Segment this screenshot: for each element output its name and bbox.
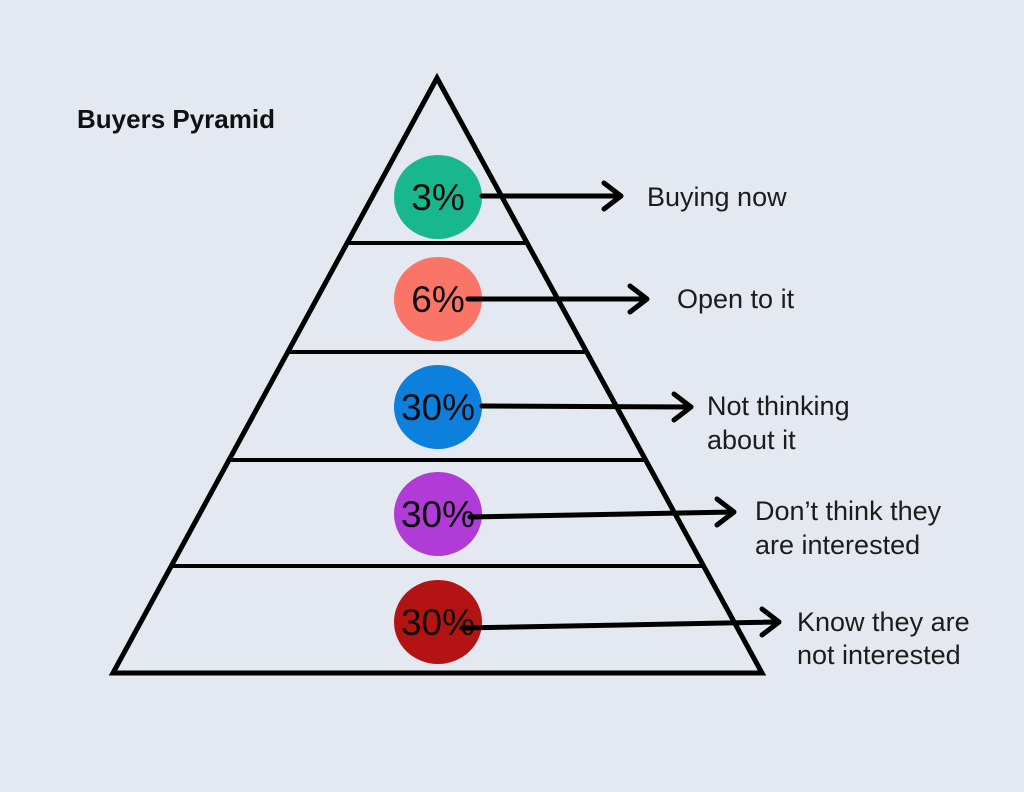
- pyramid-tier-4: 30% Don’t think they are interested: [394, 472, 949, 560]
- tier-4-label: Don’t think they are interested: [755, 496, 949, 560]
- tier-5-label: Know they are not interested: [797, 607, 977, 670]
- tier-1-label: Buying now: [647, 182, 787, 212]
- tier-3-circle: [394, 365, 482, 449]
- tier-2-label: Open to it: [677, 284, 795, 314]
- tier-3-percent: 30%: [401, 387, 475, 428]
- tier-5-circle: [394, 580, 482, 664]
- tier-1-circle: [394, 155, 482, 239]
- pyramid-outline: [108, 72, 767, 676]
- pyramid-tier-5: 30% Know they are not interested: [394, 580, 977, 670]
- page-title: Buyers Pyramid: [77, 104, 275, 134]
- tier-4-percent: 30%: [401, 494, 475, 535]
- pyramid-tier-1: 3% Buying now: [394, 155, 787, 239]
- tier-2-circle: [394, 257, 482, 341]
- tier-3-label: Not thinking about it: [707, 391, 857, 455]
- pyramid-tier-2: 6% Open to it: [394, 257, 795, 341]
- tier-1-arrow-icon: [479, 180, 624, 212]
- tier-4-arrow-icon: [467, 496, 737, 528]
- tier-4-circle: [394, 472, 482, 556]
- tier-2-arrow-icon: [465, 283, 650, 315]
- tier-1-percent: 3%: [411, 177, 464, 218]
- pyramid-tier-3: 30% Not thinking about it: [394, 365, 857, 455]
- tier-5-percent: 30%: [401, 602, 475, 643]
- tier-2-percent: 6%: [411, 279, 464, 320]
- tier-3-arrow-icon: [479, 391, 694, 423]
- tier-5-arrow-icon: [459, 606, 782, 638]
